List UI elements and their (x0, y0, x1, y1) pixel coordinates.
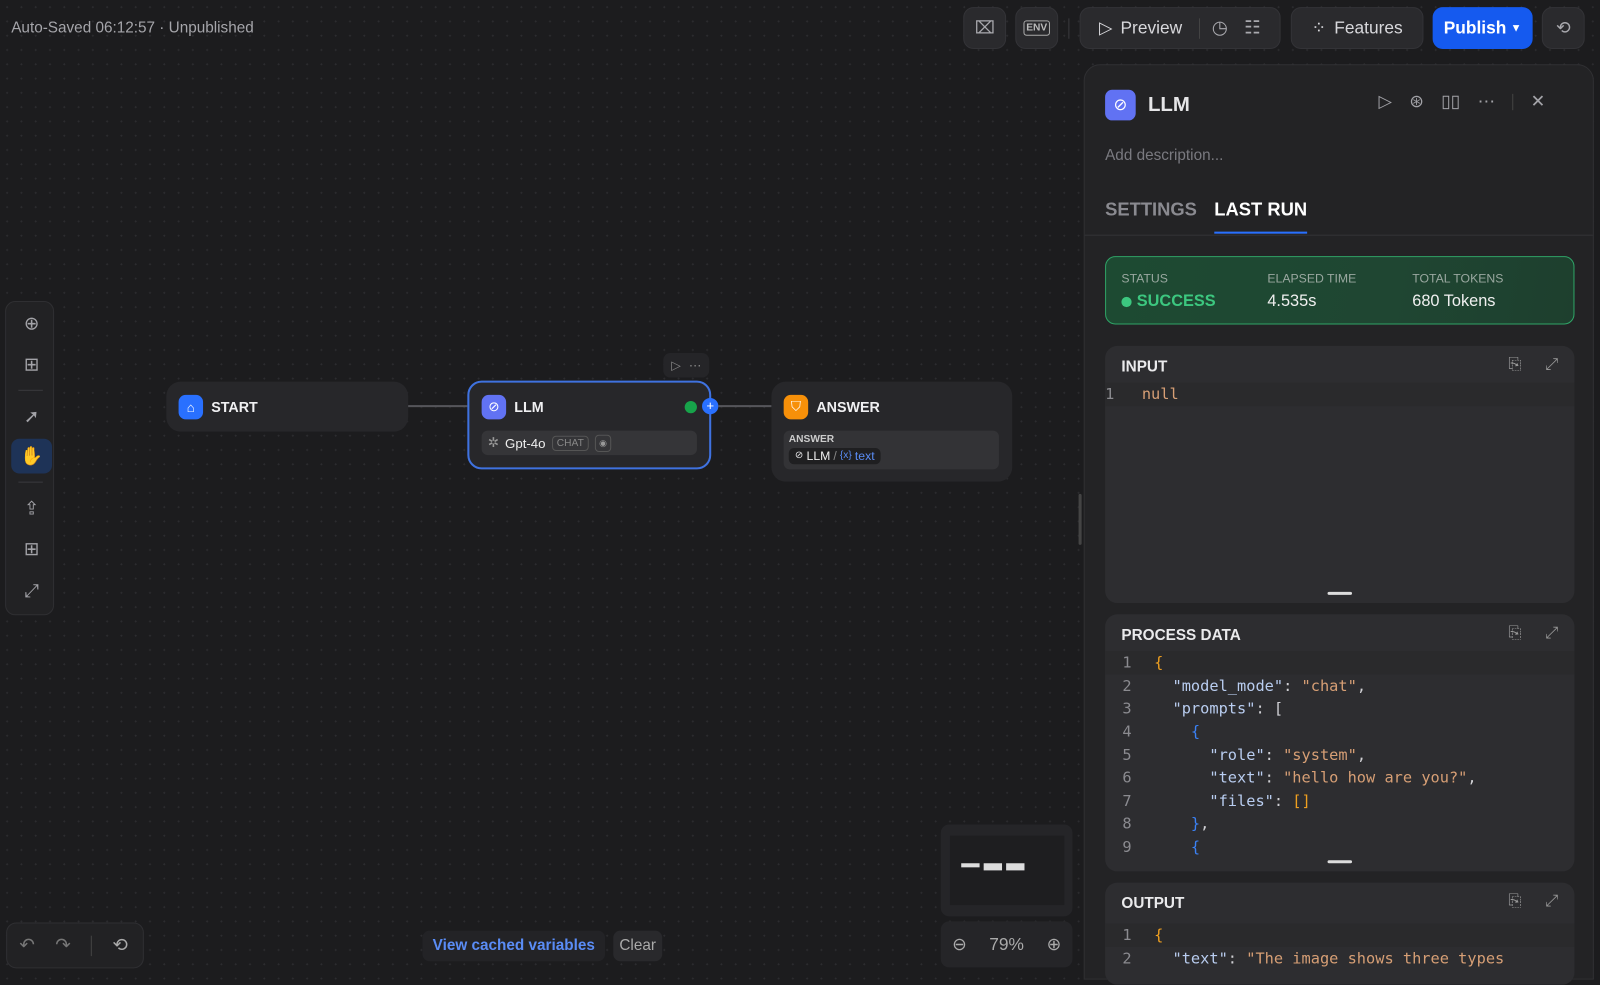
zoom-control: ⊖ 79% ⊕ (940, 921, 1073, 968)
close-icon[interactable]: ✕ (1530, 91, 1546, 112)
copy-icon[interactable]: ⎘ (1508, 624, 1522, 642)
model-icon: ✲ (487, 434, 499, 450)
preview-button[interactable]: ▷Preview (1098, 17, 1183, 38)
undo-redo-bar: ↶ ↷ ⟲ (6, 922, 144, 969)
clear-button[interactable]: Clear (613, 930, 663, 962)
zoom-level[interactable]: 79% (989, 934, 1024, 954)
canvas-toolbar: ⊕ ⊞ ➚ ✋ ⇪ ⊞ ⤢ (5, 301, 55, 616)
total-tokens: 680 Tokens (1412, 292, 1496, 311)
chat-variable-icon: ⌧ (974, 17, 995, 38)
more-icon[interactable]: ⋯ (688, 358, 702, 373)
variable-reference: ⊘ LLM / {x} text (788, 447, 881, 464)
elapsed-time: 4.535s (1267, 292, 1317, 311)
features-button[interactable]: ⁘Features (1290, 7, 1424, 49)
version-history-button[interactable]: ⟲ (1541, 7, 1585, 49)
conversation-vars-button[interactable]: ⌧ (963, 7, 1007, 49)
process-data-code[interactable]: 1{ 2 "model_mode": "chat", 3 "prompts": … (1105, 651, 1575, 858)
home-icon: ⌂ (178, 394, 204, 420)
zoom-out-icon[interactable]: ⊖ (952, 934, 967, 954)
redo-icon[interactable]: ↷ (55, 934, 71, 956)
input-code[interactable]: null (1141, 384, 1179, 404)
minimap-node (1006, 863, 1025, 871)
status-badge: SUCCESS (1136, 292, 1216, 311)
vision-icon: ◉ (595, 434, 612, 452)
variable-icon: {x} (839, 449, 852, 462)
minimap-node (961, 863, 980, 868)
run-status-card: STATUS SUCCESS ELAPSED TIME 4.535s TOTAL… (1105, 256, 1575, 325)
undo-icon[interactable]: ↶ (19, 934, 35, 956)
organize-icon[interactable]: ⊞ (23, 538, 40, 559)
features-icon: ⁘ (1311, 17, 1327, 38)
autosave-status: Auto-Saved 06:12:57 · Unpublished (11, 19, 254, 37)
node-actions: ▷⋯ (663, 353, 710, 378)
add-node-icon[interactable]: ⊕ (23, 312, 40, 334)
tab-settings[interactable]: SETTINGS (1105, 198, 1197, 220)
view-cached-variables-button[interactable]: View cached variables (422, 930, 606, 962)
llm-icon: ⊘ (1105, 89, 1136, 121)
output-code[interactable]: 1{ 2 "text": "The image shows three type… (1105, 923, 1575, 969)
tab-last-run[interactable]: LAST RUN (1214, 199, 1308, 234)
history-icon: ⟲ (1555, 17, 1571, 38)
mode-badge: CHAT (551, 435, 589, 451)
minimap-node (983, 863, 1003, 871)
expand-icon[interactable]: ⤢ (1545, 892, 1559, 911)
copy-icon[interactable]: ⎘ (1508, 892, 1522, 911)
run-history-icon[interactable]: ◷ (1211, 17, 1228, 38)
hand-icon[interactable]: ✋ (11, 438, 53, 474)
output-card: OUTPUT ⎘ ⤢ 1{ 2 "text": "The image shows… (1105, 882, 1575, 985)
env-icon: ENV (1023, 20, 1051, 36)
success-check-icon (684, 401, 697, 414)
llm-small-icon: ⊘ (794, 449, 804, 462)
publish-button[interactable]: Publish▼ (1432, 7, 1533, 49)
more-icon[interactable]: ⋯ (1477, 91, 1495, 112)
docs-icon[interactable]: ▯▯ (1441, 91, 1461, 112)
node-detail-panel: ⊘ LLM ▷ ⊛ ▯▯ ⋯ ✕ Add description... SETTING… (1083, 64, 1594, 985)
resize-handle[interactable] (1327, 860, 1353, 864)
llm-icon: ⊘ (481, 394, 507, 420)
success-dot-icon (1121, 296, 1132, 308)
env-button[interactable]: ENV (1015, 7, 1059, 49)
run-icon[interactable]: ▷ (1378, 91, 1392, 112)
copy-icon[interactable]: ⎘ (1508, 356, 1522, 374)
play-icon: ▷ (1098, 17, 1113, 38)
start-node[interactable]: ⌂ START (166, 381, 409, 432)
expand-icon[interactable]: ⤢ (1545, 356, 1559, 374)
preview-group: ▷Preview ◷ ☷ (1079, 7, 1281, 49)
help-icon[interactable]: ⊛ (1409, 91, 1424, 112)
checklist-icon[interactable]: ☷ (1244, 17, 1261, 38)
chevron-down-icon: ▼ (1510, 21, 1522, 35)
description-input[interactable]: Add description... (1105, 146, 1224, 165)
zoom-in-icon[interactable]: ⊕ (1046, 934, 1062, 954)
answer-icon: ⛉ (783, 394, 809, 420)
edge-start-llm (408, 405, 468, 408)
edge-llm-answer (718, 405, 772, 408)
run-node-icon[interactable]: ▷ (671, 358, 681, 373)
history-icon[interactable]: ⟲ (112, 934, 128, 956)
llm-node[interactable]: ⊘ LLM ✲ Gpt-4o CHAT ◉ (467, 380, 712, 470)
resize-handle[interactable] (1327, 591, 1353, 595)
minimap[interactable] (940, 824, 1073, 917)
answer-node[interactable]: ⛉ ANSWER ANSWER ⊘ LLM / {x} text (771, 381, 1013, 482)
export-image-icon[interactable]: ⇪ (23, 497, 40, 518)
pointer-icon[interactable]: ➚ (23, 405, 40, 427)
process-data-card: PROCESS DATA ⎘ ⤢ 1{ 2 "model_mode": "cha… (1105, 614, 1575, 872)
add-note-icon[interactable]: ⊞ (23, 353, 40, 374)
panel-title[interactable]: LLM (1147, 93, 1190, 116)
panel-resize-handle[interactable] (1078, 493, 1082, 545)
fullscreen-icon[interactable]: ⤢ (24, 580, 39, 601)
add-next-node-button[interactable]: + (702, 397, 719, 415)
expand-icon[interactable]: ⤢ (1545, 624, 1559, 642)
